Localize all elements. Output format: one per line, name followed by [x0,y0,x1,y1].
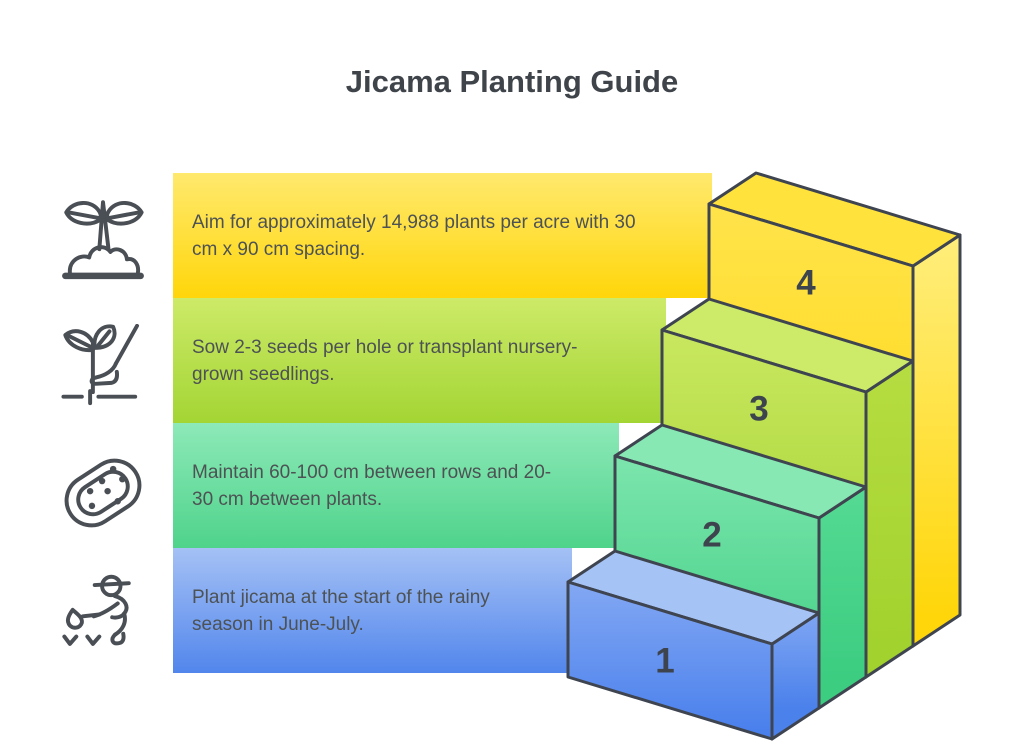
step-band-3: Sow 2-3 seeds per hole or transplant nur… [173,298,666,423]
step-text-4: Aim for approximately 14,988 plants per … [192,211,636,260]
step-band-1: Plant jicama at the start of the rainy s… [173,548,572,673]
step-row-1: Plant jicama at the start of the rainy s… [0,548,1024,673]
step-row-3: Sow 2-3 seeds per hole or transplant nur… [0,298,1024,423]
step-text-2: Maintain 60-100 cm between rows and 20- … [192,461,552,510]
sow-transplant-icon [57,323,149,416]
step-band-2: Maintain 60-100 cm between rows and 20- … [173,423,619,548]
rainy-season-farmer-icon [57,574,149,666]
step-band-4: Aim for approximately 14,988 plants per … [173,173,712,298]
seedling-sprout-icon [57,194,149,286]
step-text-3: Sow 2-3 seeds per hole or transplant nur… [192,336,578,385]
row-spacing-tuber-icon [57,447,149,539]
step-text-1: Plant jicama at the start of the rainy s… [192,586,490,635]
page-title: Jicama Planting Guide [345,64,679,99]
step-row-4: Aim for approximately 14,988 plants per … [0,173,1024,298]
step-row-2: Maintain 60-100 cm between rows and 20- … [0,423,1024,548]
